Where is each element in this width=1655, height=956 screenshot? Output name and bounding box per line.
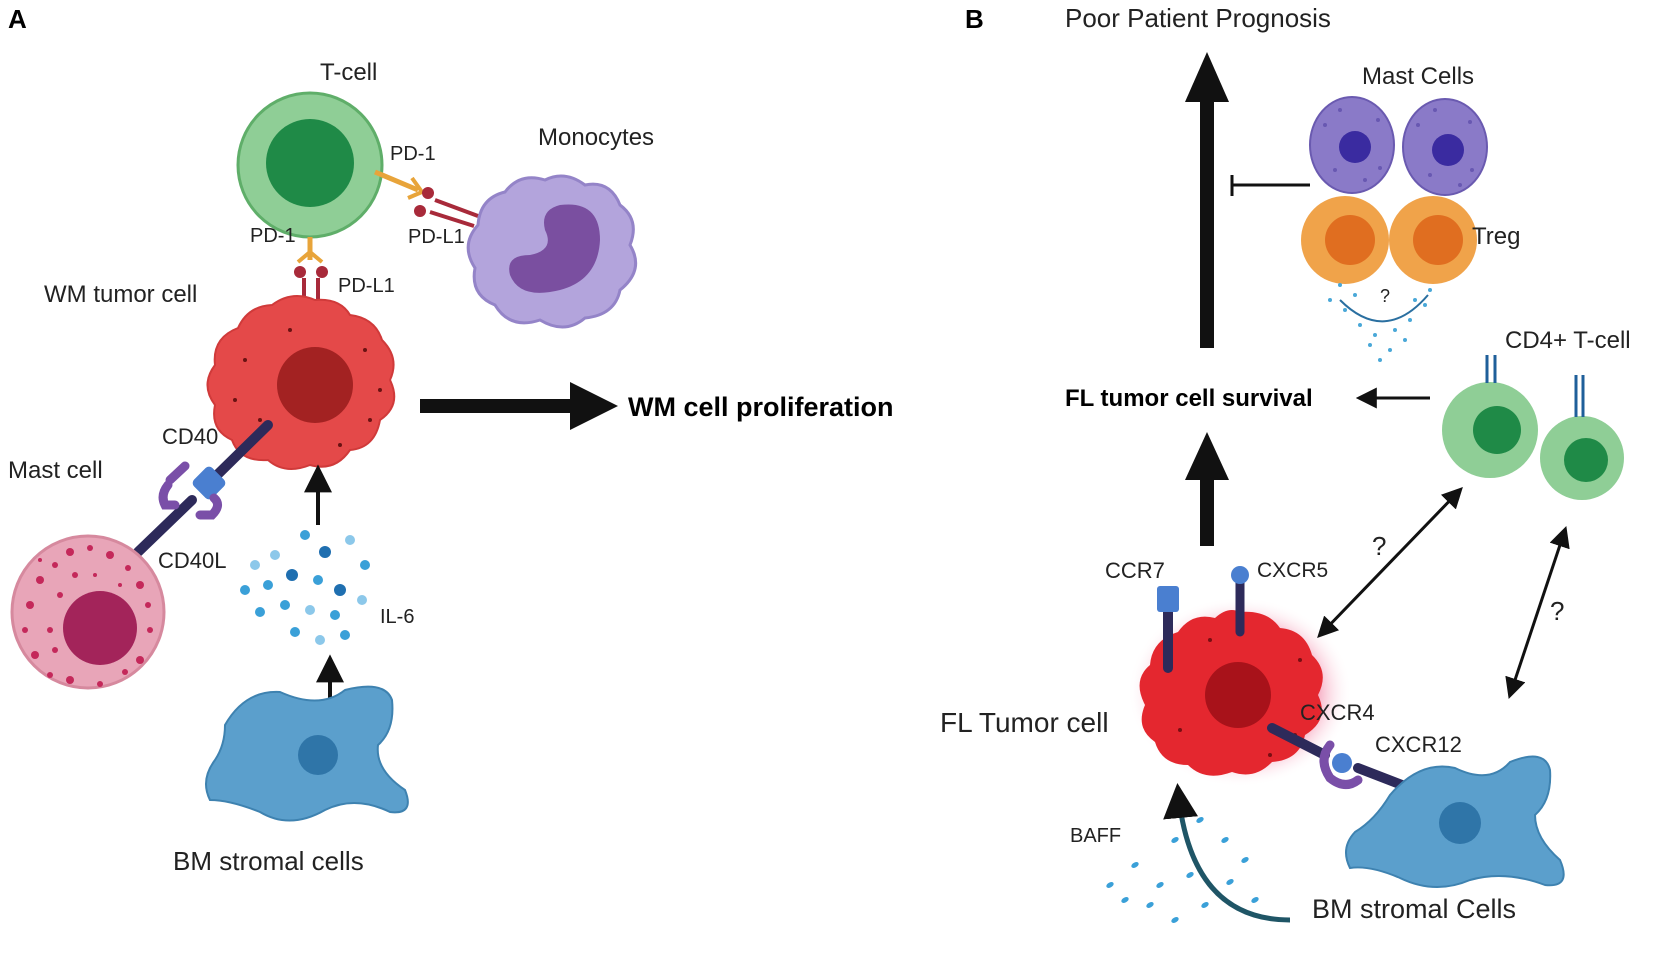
- cxcr5-label: CXCR5: [1257, 559, 1328, 582]
- panel-a: A T-cell PD-1 PD-L1 Monocytes: [8, 4, 894, 876]
- wm-tumor-cell-label: WM tumor cell: [44, 281, 197, 308]
- question-right: ?: [1550, 596, 1564, 626]
- tumor-to-survival-arrow: [1185, 432, 1229, 546]
- inhibition-line: [1230, 175, 1310, 196]
- baff-secretion: [1106, 817, 1259, 923]
- treg-label: Treg: [1472, 223, 1520, 250]
- mast-cell-label: Mast cell: [8, 457, 103, 484]
- wm-tumor-cell: [206, 295, 396, 470]
- cd4-tcells: [1442, 355, 1624, 500]
- mast-cell: [10, 534, 166, 690]
- cd40-label: CD40: [162, 424, 218, 449]
- pd1-left-label: PD-1: [250, 225, 296, 247]
- bm-stromal-cell-a: [205, 685, 409, 822]
- treg-cells: [1301, 196, 1477, 284]
- proliferation-label: WM cell proliferation: [628, 392, 894, 422]
- mast-cells-b-label: Mast Cells: [1362, 63, 1474, 90]
- pd1-receptor-left: [296, 237, 324, 264]
- bm-stromal-a-label: BM stromal cells: [173, 846, 364, 876]
- pdl1-top-label: PD-L1: [408, 226, 465, 248]
- baff-arrow: [1163, 783, 1291, 923]
- t-cell-label: T-cell: [320, 59, 377, 86]
- cd4-tcell-label: CD4+ T-cell: [1505, 327, 1631, 354]
- cd40l-label: CD40L: [158, 548, 226, 573]
- monocyte: [466, 174, 638, 329]
- prognosis-label: Poor Patient Prognosis: [1065, 3, 1331, 33]
- cxcr4-label: CXCR4: [1300, 700, 1375, 725]
- t-cell: [236, 91, 384, 239]
- cxcr12-label: CXCR12: [1375, 732, 1462, 757]
- tumor-cd4-double-arrow: [1317, 486, 1463, 639]
- treg-curve: [1339, 294, 1429, 323]
- baff-label: BAFF: [1070, 825, 1121, 847]
- treg-secretion: [1328, 283, 1432, 362]
- monocytes-label: Monocytes: [538, 124, 654, 151]
- proliferation-arrow: [420, 382, 618, 430]
- pd1-top-label: PD-1: [390, 143, 436, 165]
- panel-b-letter: B: [965, 4, 984, 34]
- ccr7-label: CCR7: [1105, 558, 1165, 583]
- pdl1-left-label: PD-L1: [338, 275, 395, 297]
- cd4-stromal-double-arrow: [1505, 526, 1570, 699]
- panel-a-letter: A: [8, 4, 27, 34]
- bm-stromal-cell-b: [1345, 755, 1565, 889]
- question-left: ?: [1372, 531, 1386, 561]
- survival-to-prognosis-arrow: [1185, 52, 1229, 348]
- treg-question-mark: ?: [1380, 286, 1390, 306]
- cxcr5-receptor: [1231, 566, 1249, 637]
- survival-label: FL tumor cell survival: [1065, 385, 1313, 412]
- cd40-cd40l-bond: [133, 420, 273, 557]
- mast-cells-b: [1309, 96, 1488, 196]
- ccr7-receptor: [1157, 586, 1179, 673]
- bm-stromal-b-label: BM stromal Cells: [1312, 894, 1516, 924]
- pdl1-receptor-top: [414, 187, 479, 228]
- panel-b: B Poor Patient Prognosis Mast Cells: [940, 3, 1631, 924]
- il6-label: IL-6: [380, 606, 414, 628]
- fl-tumor-cell-label: FL Tumor cell: [940, 707, 1109, 738]
- il6-cytokines: [240, 530, 370, 645]
- pd1-receptor-top: [374, 169, 426, 200]
